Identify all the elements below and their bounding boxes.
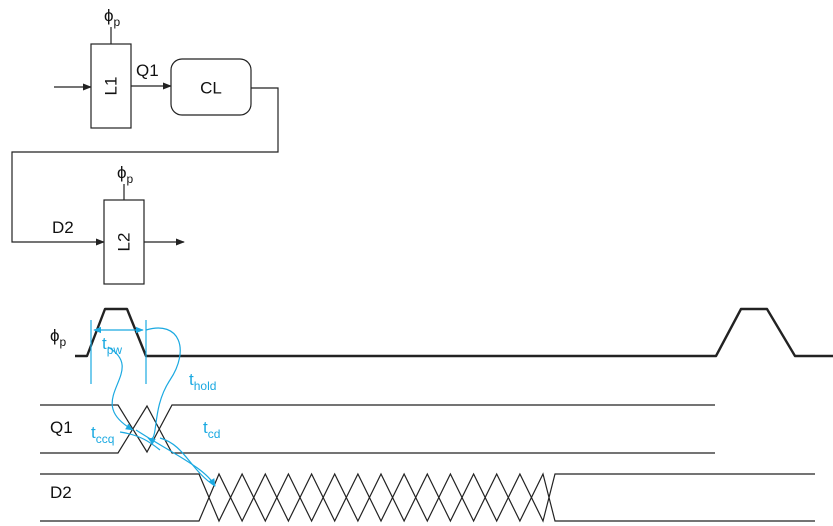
latch-l2-label: L2 bbox=[115, 233, 134, 252]
t-pw-annotation: tpw bbox=[90, 320, 147, 384]
t-ccq-annotation: tccq bbox=[91, 346, 134, 446]
combinational-logic-label: CL bbox=[200, 79, 222, 98]
combinational-logic bbox=[170, 58, 252, 116]
l1-clock-label: ϕp bbox=[104, 6, 121, 29]
svg-text:tpw: tpw bbox=[102, 334, 122, 357]
d2-lower-trace bbox=[40, 472, 815, 523]
t-hold-annotation: thold bbox=[145, 327, 216, 445]
d2-signal-label: D2 bbox=[50, 483, 72, 502]
clock-waveform bbox=[75, 307, 833, 358]
svg-text:tcd: tcd bbox=[203, 418, 220, 441]
d2-upper-trace bbox=[40, 472, 815, 523]
circuit: ϕp L1 Q1 CL D2 ϕp L2 bbox=[11, 6, 279, 285]
d2-waveform bbox=[40, 472, 815, 523]
latch-l1 bbox=[90, 43, 132, 129]
latch-l1-label: L1 bbox=[102, 77, 121, 96]
svg-text:thold: thold bbox=[189, 370, 216, 393]
d2-wire bbox=[11, 87, 279, 246]
clock-signal-label: ϕp bbox=[50, 326, 67, 349]
l2-clock-label: ϕp bbox=[117, 163, 134, 186]
d2-wire-label: D2 bbox=[52, 218, 74, 237]
q1-signal-label: Q1 bbox=[50, 418, 73, 437]
q1-wire-label: Q1 bbox=[136, 61, 159, 80]
svg-text:tccq: tccq bbox=[91, 423, 114, 446]
q1-waveform bbox=[40, 404, 715, 454]
timing-diagram: ϕp Q1 D2 tpw tccq thold bbox=[40, 307, 833, 523]
latch-l2 bbox=[103, 199, 145, 285]
t-cd-annotation: tcd bbox=[119, 418, 220, 487]
